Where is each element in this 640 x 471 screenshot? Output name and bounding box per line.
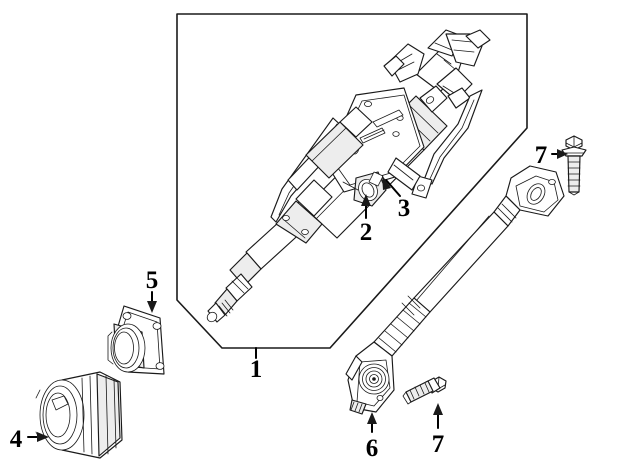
column-mounting-flange-plate — [107, 305, 165, 375]
assembly-boundary-polygon — [176, 13, 528, 349]
arrowhead-4 — [37, 432, 49, 442]
callout-label-6: 6 — [366, 435, 379, 462]
callout-label-1: 1 — [250, 356, 263, 383]
arrowhead-5 — [147, 301, 157, 313]
arrowhead-7-upper — [557, 149, 568, 159]
callout-label-5: 5 — [146, 267, 159, 294]
column-lower-bracket-bushing — [353, 171, 387, 207]
lower-universal-joint — [345, 341, 395, 415]
leader-line-3 — [385, 179, 401, 197]
callout-label-7-lower: 7 — [432, 431, 445, 458]
arrowhead-3 — [382, 175, 391, 190]
hex-flange-bolt-upper — [561, 135, 587, 196]
intermediate-shaft — [345, 165, 565, 415]
arrowhead-7-lower — [433, 403, 443, 415]
callout-label-7-upper: 7 — [535, 142, 548, 169]
callout-label-2: 2 — [360, 219, 373, 246]
column-support-rod — [387, 89, 483, 199]
callout-numbers: 1 2 3 4 5 6 7 7 — [10, 142, 548, 462]
arrowhead-2 — [361, 194, 371, 206]
callout-label-4: 4 — [10, 426, 23, 453]
hex-flange-bolt-lower — [402, 376, 447, 405]
callout-leaders — [27, 149, 568, 442]
rubber-boot-seal — [35, 371, 123, 459]
column-inner-jacket — [305, 106, 373, 179]
callout-label-3: 3 — [398, 195, 411, 222]
arrowhead-6 — [367, 412, 377, 424]
steering-column-assembly — [206, 29, 491, 323]
